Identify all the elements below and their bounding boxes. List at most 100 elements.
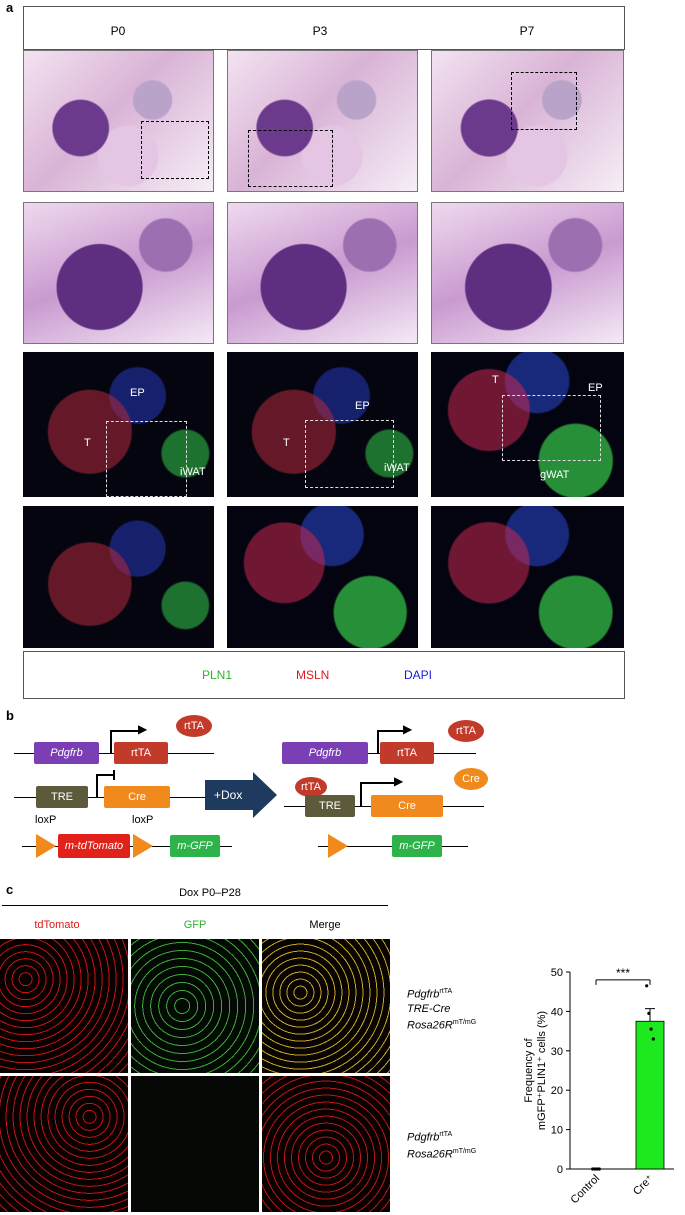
if-zoom-p3 xyxy=(227,506,418,648)
data-point xyxy=(591,1167,595,1171)
legend-pln1: PLN1 xyxy=(202,668,233,682)
he-zoom-p7 xyxy=(431,202,624,344)
y-tick-label: 30 xyxy=(551,1046,563,1058)
dox-label: +Dox xyxy=(214,788,243,802)
dna-line xyxy=(282,753,476,754)
he-overview-p3 xyxy=(227,50,418,192)
loxp-triangle-1-icon xyxy=(36,834,56,858)
dox-period-rule xyxy=(2,905,388,906)
arrowhead-left: ▶ xyxy=(138,722,148,736)
he-zoom-p3 xyxy=(227,202,418,344)
inset-box-p3 xyxy=(248,130,333,187)
protein-cre: Cre xyxy=(454,768,488,790)
channel-tdtomato-label: tdTomato xyxy=(34,919,80,931)
if-label-gwat-p7: gWAT xyxy=(540,469,570,481)
gene-tre-left: TRE xyxy=(36,786,88,808)
promoter-arrow-stem-left xyxy=(110,730,112,753)
if-label-ep-p7: EP xyxy=(588,382,603,394)
geno-ctl-line2: Rosa26R xyxy=(407,1148,453,1161)
gene-cre-left: Cre xyxy=(104,786,170,808)
if-inset-box-p0 xyxy=(106,421,187,497)
promoter-arrow-bar-left xyxy=(110,730,140,732)
geno-ctl-sup1: rtTA xyxy=(439,1131,453,1138)
gene-tre-right: TRE xyxy=(305,795,355,817)
gene-pdgfrb-left: Pdgfrb xyxy=(34,742,99,764)
gene-rtta-right: rtTA xyxy=(380,742,434,764)
if-label-t-p7: T xyxy=(492,374,499,386)
loxp-label-2: loxP xyxy=(132,814,154,826)
geno-cre-line3: Rosa26R xyxy=(407,1019,453,1032)
micrograph-gfp-cre xyxy=(131,939,259,1073)
promoter-arrow-stem-right xyxy=(377,730,379,753)
y-tick-label: 0 xyxy=(557,1164,563,1176)
geno-cre-line1: Pdgfrb xyxy=(407,988,440,1001)
data-point xyxy=(645,984,649,988)
y-axis-label-line1: Frequency of xyxy=(523,1037,535,1102)
tre-arrow-bar-right xyxy=(360,782,396,784)
data-point xyxy=(647,1011,651,1015)
geno-ctl-sup2: mT/mG xyxy=(452,1147,477,1155)
loxp-label-1: loxP xyxy=(35,814,57,826)
if-inset-box-p7 xyxy=(502,395,601,461)
geno-ctl-line1: Pdgfrb xyxy=(407,1131,440,1144)
if-label-t-p3: T xyxy=(283,437,290,449)
geno-cre-line2: TRE-Cre xyxy=(407,1002,451,1015)
data-point xyxy=(597,1167,601,1171)
panel-b-label: b xyxy=(6,708,14,723)
if-overview-p3 xyxy=(227,352,418,497)
gene-mgfp-left: m-GFP xyxy=(170,835,220,857)
y-tick-label: 10 xyxy=(551,1125,563,1137)
if-overview-p7 xyxy=(431,352,624,497)
inset-box-p0 xyxy=(141,121,209,179)
x-tick-label: Cre⁺ xyxy=(631,1172,656,1197)
gene-pdgfrb-right: Pdgfrb xyxy=(282,742,368,764)
tre-arrowhead-right: ▶ xyxy=(394,774,404,788)
micrograph-tdtomato-cre xyxy=(0,939,128,1073)
channel-merge-label: Merge xyxy=(309,919,341,931)
data-point xyxy=(593,1167,597,1171)
y-tick-label: 20 xyxy=(551,1085,563,1097)
column-title-p3: P3 xyxy=(312,24,328,38)
dox-arrow-icon xyxy=(205,772,277,818)
micrograph-merge-cre xyxy=(262,939,390,1073)
inset-box-p7 xyxy=(511,72,577,130)
arrowhead-right: ▶ xyxy=(403,722,413,736)
if-overview-p0 xyxy=(23,352,214,497)
if-zoom-p0 xyxy=(23,506,214,648)
panel-a-header-frame xyxy=(23,6,625,50)
panel-c-label: c xyxy=(6,882,14,897)
loxp-triangle-3-icon xyxy=(328,834,348,858)
gene-cre-right: Cre xyxy=(371,795,443,817)
geno-cre-sup3: mT/mG xyxy=(452,1018,477,1026)
micrograph-tdtomato-control xyxy=(0,1076,128,1212)
column-title-p7: P7 xyxy=(519,24,535,38)
if-label-iwat-p0: iWAT xyxy=(180,466,206,478)
if-label-iwat-p3: iWAT xyxy=(384,462,410,474)
protein-rtta-left: rtTA xyxy=(176,715,212,737)
tre-arrow-stem xyxy=(96,774,98,797)
promoter-arrow-bar-right xyxy=(377,730,405,732)
gene-mgfp-right: m-GFP xyxy=(392,835,442,857)
y-tick-label: 40 xyxy=(551,1006,563,1018)
data-point xyxy=(649,1027,653,1031)
y-tick-label: 50 xyxy=(551,967,563,979)
channel-gfp-label: GFP xyxy=(183,919,207,931)
dox-period-title: Dox P0–P28 xyxy=(179,887,241,899)
geno-cre-sup1: rtTA xyxy=(439,988,453,995)
he-zoom-p0 xyxy=(23,202,214,344)
he-overview-p7 xyxy=(431,50,624,192)
legend-msln: MSLN xyxy=(296,668,330,682)
tre-arrow-bar xyxy=(96,774,114,776)
column-title-p0: P0 xyxy=(110,24,126,38)
if-zoom-p7 xyxy=(431,506,624,648)
x-tick-label: Control xyxy=(569,1173,603,1207)
y-axis-label-line2: mGFP⁺PLIN1⁺ cells (%) xyxy=(536,1011,548,1130)
micrograph-merge-control xyxy=(262,1076,390,1212)
genotype-cre: PdgfrbrtTA TRE-Cre Rosa26RmT/mG xyxy=(407,985,476,1032)
data-point xyxy=(651,1037,655,1041)
protein-rtta-bound: rtTA xyxy=(295,777,327,797)
if-label-t-p0: T xyxy=(84,437,91,449)
significance-label: *** xyxy=(616,966,630,980)
if-label-ep-p3: EP xyxy=(355,400,370,412)
